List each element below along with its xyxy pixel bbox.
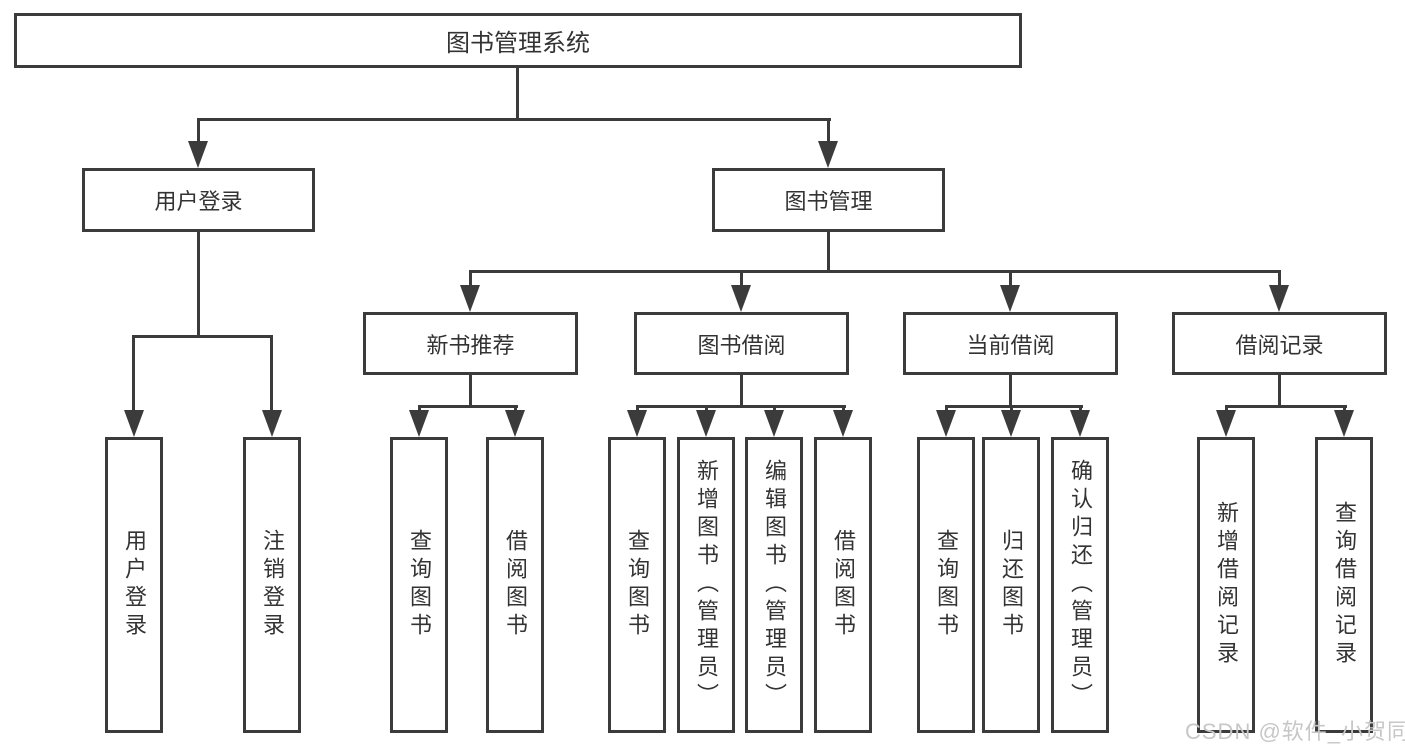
arrowhead-bb-leaf1-icon xyxy=(627,410,647,437)
node-label: 用户登录 xyxy=(154,189,243,214)
arrowhead-cb-leaf2-icon xyxy=(1001,410,1021,437)
connector-book-mgmt-shaft xyxy=(827,118,830,144)
connector-cb-leaf1-shaft xyxy=(945,405,948,413)
connector-bb-leaf3-shaft xyxy=(773,405,776,413)
connector-user-login-bar xyxy=(132,335,273,338)
node-new-book-recommendation: 新书推荐 xyxy=(363,312,578,375)
leaf-label: 确认归还（管理员） xyxy=(1068,459,1093,711)
arrowhead-to-user-login-icon xyxy=(188,141,208,168)
arrowhead-to-borrow-records-icon xyxy=(1269,285,1289,312)
arrowhead-to-leaf-user-login-icon xyxy=(124,410,144,437)
leaf-label: 查询图书 xyxy=(934,529,959,641)
leaf-query-books-borrow: 查询图书 xyxy=(608,437,666,733)
leaf-label: 查询图书 xyxy=(407,529,432,641)
arrowhead-cb-leaf1-icon xyxy=(936,410,956,437)
connector-level2-bar xyxy=(197,118,831,121)
node-label: 图书管理系统 xyxy=(446,30,590,57)
node-book-borrowing: 图书借阅 xyxy=(634,312,849,375)
connector-borrow-records-shaft xyxy=(1278,270,1281,288)
connector-cb-leaf3-shaft xyxy=(1079,405,1082,413)
node-book-management: 图书管理 xyxy=(712,168,945,232)
leaf-query-books-recommend: 查询图书 xyxy=(390,437,448,733)
connector-br-bar xyxy=(1225,405,1347,408)
connector-bb-bar xyxy=(636,405,846,408)
leaf-label: 注销登录 xyxy=(260,529,285,641)
connector-user-login-shaft xyxy=(197,118,200,144)
leaf-label: 借阅图书 xyxy=(503,529,528,641)
arrowhead-to-current-borrow-icon xyxy=(1000,285,1020,312)
leaf-label: 查询图书 xyxy=(625,529,650,641)
connector-user-login-stem xyxy=(197,232,200,337)
connector-cb-leaf2-shaft xyxy=(1010,405,1013,413)
connector-book-borrow-shaft xyxy=(740,270,743,288)
arrowhead-br-leaf1-icon xyxy=(1216,410,1236,437)
connector-level3-bar xyxy=(469,270,1281,273)
leaf-add-borrow-record: 新增借阅记录 xyxy=(1197,437,1255,733)
arrowhead-nbr-leaf1-icon xyxy=(409,410,429,437)
leaf-label: 查询借阅记录 xyxy=(1332,501,1357,669)
node-current-borrowing: 当前借阅 xyxy=(903,312,1118,375)
leaf-label: 用户登录 xyxy=(122,529,147,641)
connector-nbr-stem xyxy=(469,375,472,408)
connector-br-leaf2-shaft xyxy=(1343,405,1346,413)
connector-new-book-rec-shaft xyxy=(469,270,472,288)
leaf-label: 新增图书（管理员） xyxy=(694,459,719,711)
connector-current-borrow-shaft xyxy=(1009,270,1012,288)
leaf-label: 借阅图书 xyxy=(831,529,856,641)
watermark: CSDN @软件_小贺同学 xyxy=(1185,719,1405,744)
node-library-management-system: 图书管理系统 xyxy=(14,13,1022,68)
leaf-query-borrow-record: 查询借阅记录 xyxy=(1315,437,1373,733)
arrowhead-to-book-borrow-icon xyxy=(731,285,751,312)
connector-br-leaf1-shaft xyxy=(1225,405,1228,413)
connector-leaf-user-login-shaft xyxy=(132,335,135,413)
arrowhead-bb-leaf2-icon xyxy=(696,410,716,437)
leaf-label: 编辑图书（管理员） xyxy=(762,459,787,711)
connector-bb-leaf1-shaft xyxy=(636,405,639,413)
arrowhead-bb-leaf3-icon xyxy=(764,410,784,437)
leaf-user-login: 用户登录 xyxy=(105,437,163,733)
arrowhead-nbr-leaf2-icon xyxy=(505,410,525,437)
arrowhead-bb-leaf4-icon xyxy=(833,410,853,437)
connector-bb-leaf2-shaft xyxy=(705,405,708,413)
connector-book-mgmt-stem xyxy=(827,232,830,273)
node-label: 当前借阅 xyxy=(966,332,1055,358)
connector-nbr-leaf2-shaft xyxy=(514,405,517,413)
connector-cb-bar xyxy=(945,405,1083,408)
leaf-return-books: 归还图书 xyxy=(982,437,1040,733)
leaf-confirm-return-admin: 确认归还（管理员） xyxy=(1051,437,1109,733)
connector-leaf-logout-shaft xyxy=(270,335,273,413)
connector-bb-stem xyxy=(740,375,743,408)
leaf-label: 归还图书 xyxy=(999,529,1024,641)
node-user-login: 用户登录 xyxy=(82,168,315,232)
node-label: 新书推荐 xyxy=(426,332,515,358)
leaf-edit-books-admin: 编辑图书（管理员） xyxy=(745,437,803,733)
arrowhead-cb-leaf3-icon xyxy=(1070,410,1090,437)
leaf-add-books-admin: 新增图书（管理员） xyxy=(677,437,735,733)
arrowhead-to-new-book-rec-icon xyxy=(460,285,480,312)
node-label: 图书借阅 xyxy=(697,332,786,358)
leaf-borrow-books: 借阅图书 xyxy=(814,437,872,733)
connector-bb-leaf4-shaft xyxy=(842,405,845,413)
connector-br-stem xyxy=(1278,375,1281,408)
node-label: 图书管理 xyxy=(784,189,873,214)
leaf-logout: 注销登录 xyxy=(243,437,301,733)
connector-nbr-leaf1-shaft xyxy=(418,405,421,413)
arrowhead-to-book-mgmt-icon xyxy=(818,141,838,168)
connector-nbr-bar xyxy=(418,405,518,408)
node-label: 借阅记录 xyxy=(1235,332,1324,358)
leaf-query-books-current: 查询图书 xyxy=(917,437,975,733)
connector-cb-stem xyxy=(1009,375,1012,408)
arrowhead-br-leaf2-icon xyxy=(1334,410,1354,437)
leaf-label: 新增借阅记录 xyxy=(1214,501,1239,669)
node-borrowing-records: 借阅记录 xyxy=(1172,312,1387,375)
leaf-borrow-books-recommend: 借阅图书 xyxy=(486,437,544,733)
arrowhead-to-leaf-logout-icon xyxy=(262,410,282,437)
connector-root-stem xyxy=(516,66,519,120)
